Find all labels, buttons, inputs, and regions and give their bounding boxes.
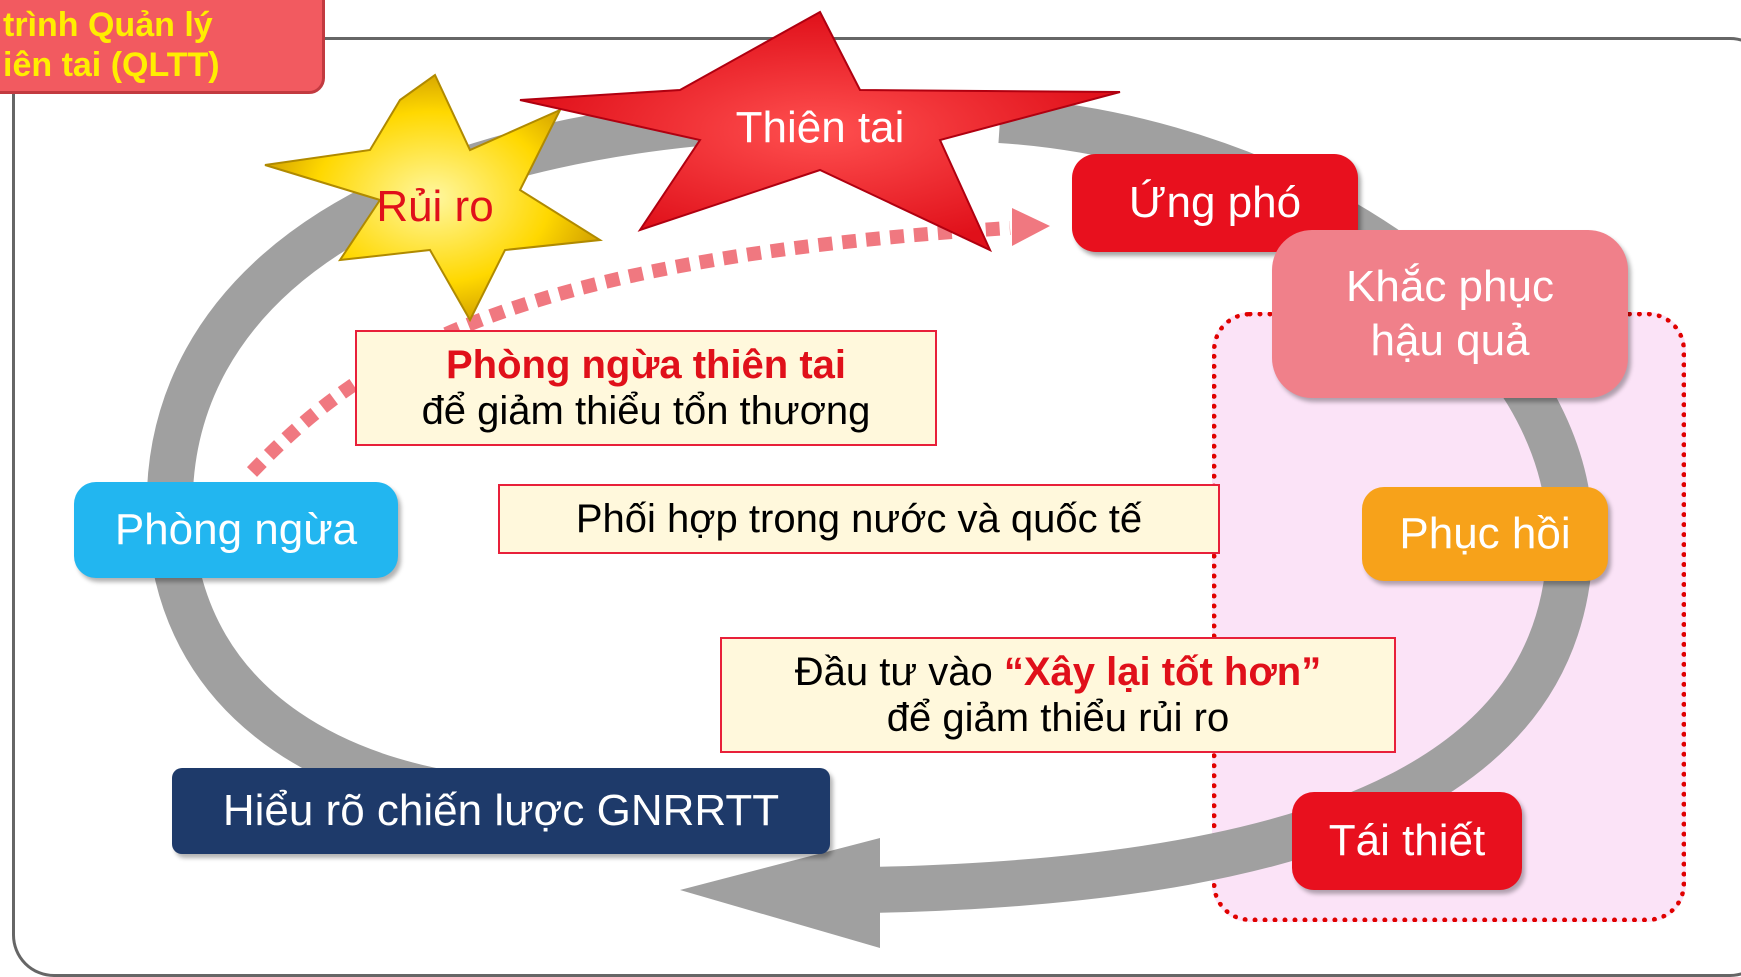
coordination-note: Phối hợp trong nước và quốc tế bbox=[498, 484, 1220, 554]
stage-relief: Khắc phục hậu quả bbox=[1272, 230, 1628, 398]
invest-note-prefix: Đầu tư vào bbox=[794, 650, 1004, 694]
strategy-label: Hiểu rõ chiến lược GNRRTT bbox=[222, 786, 780, 835]
stage-recovery-label: Phục hồi bbox=[1399, 509, 1571, 558]
disaster-label: Thiên tai bbox=[735, 103, 905, 152]
stage-prevention-label: Phòng ngừa bbox=[114, 505, 358, 554]
title-line-1: trình Quản lý bbox=[3, 6, 213, 44]
stage-response-label: Ứng phó bbox=[1128, 178, 1302, 227]
stage-prevention: Phòng ngừa bbox=[74, 482, 398, 578]
title-line-2: iên tai (QLTT) bbox=[3, 46, 220, 84]
prevention-note-text: để giảm thiểu tổn thương bbox=[421, 389, 871, 433]
disaster-star bbox=[519, 10, 1121, 253]
coordination-note-text: Phối hợp trong nước và quốc tế bbox=[575, 497, 1143, 541]
invest-note: Đầu tư vào “Xây lại tốt hơn” để giảm thi… bbox=[720, 637, 1396, 753]
strategy-box: Hiểu rõ chiến lược GNRRTT bbox=[172, 768, 830, 854]
prevention-note-bold: Phòng ngừa thiên tai bbox=[445, 343, 847, 387]
cycle-arrowhead bbox=[680, 838, 880, 948]
risk-star bbox=[264, 73, 603, 323]
invest-note-text: để giảm thiểu rủi ro bbox=[886, 696, 1230, 740]
invest-note-bold: “Xây lại tốt hơn” bbox=[1003, 650, 1322, 694]
invest-note-line1: Đầu tư vào “Xây lại tốt hơn” bbox=[722, 649, 1394, 695]
prevention-note: Phòng ngừa thiên tai để giảm thiểu tổn t… bbox=[355, 330, 937, 446]
prevention-arrow bbox=[246, 221, 1011, 477]
stage-recovery: Phục hồi bbox=[1362, 487, 1608, 581]
stage-relief-line2: hậu quả bbox=[1370, 316, 1530, 365]
prevention-arrowhead bbox=[1012, 208, 1050, 246]
title-box: trình Quản lý iên tai (QLTT) bbox=[0, 0, 325, 94]
stage-reconstruction: Tái thiết bbox=[1292, 792, 1522, 890]
stage-relief-line1: Khắc phục bbox=[1346, 262, 1554, 311]
stage-reconstruction-label: Tái thiết bbox=[1328, 816, 1486, 865]
risk-label: Rủi ro bbox=[376, 182, 494, 231]
